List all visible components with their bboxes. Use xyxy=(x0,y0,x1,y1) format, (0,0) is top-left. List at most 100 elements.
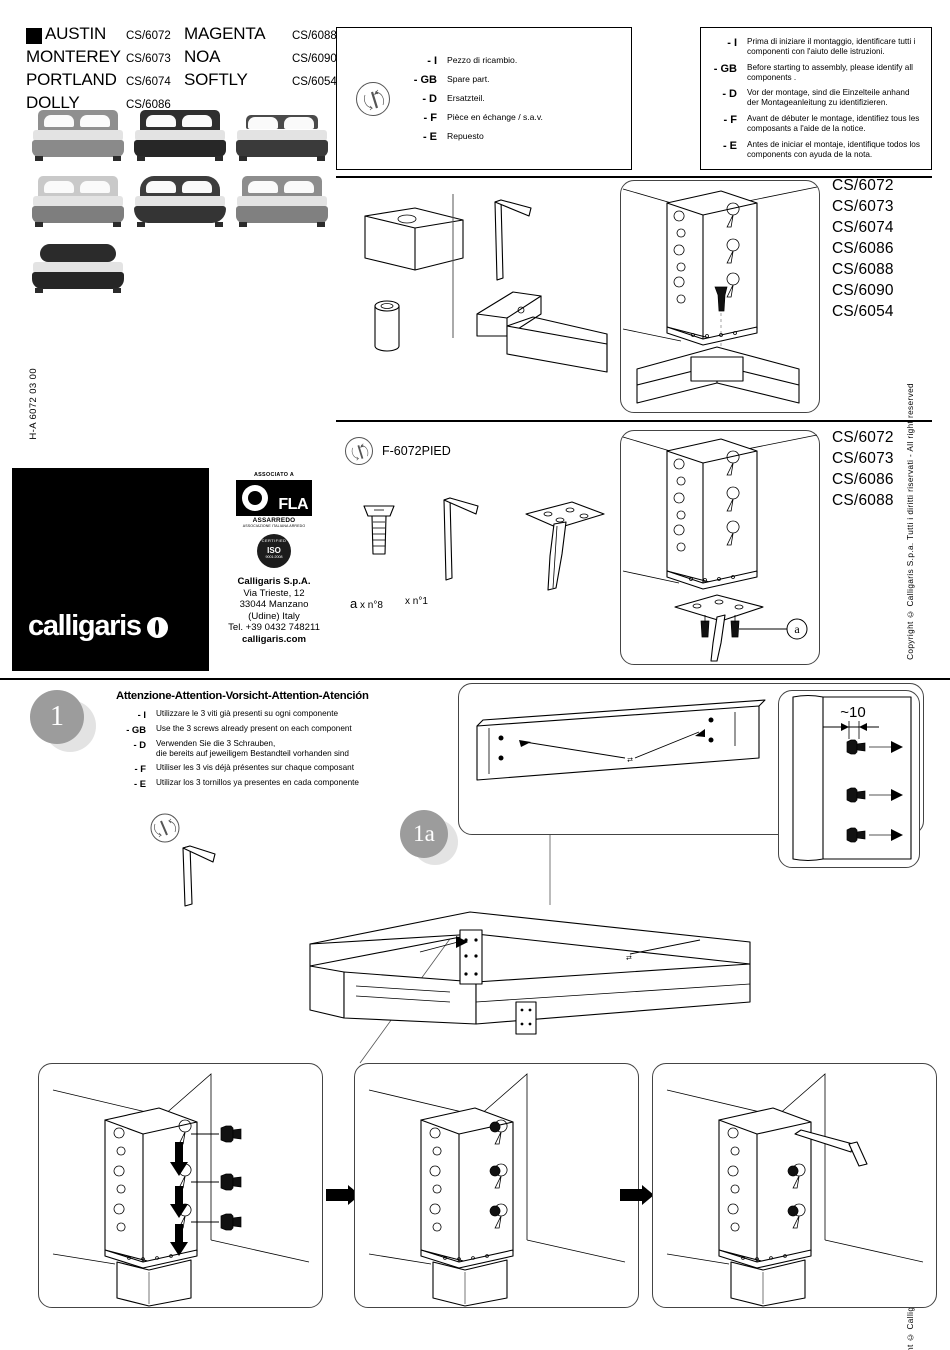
legend-row: - I Prima di iniziare il montaggio, iden… xyxy=(701,37,923,57)
model-name: PORTLAND xyxy=(26,70,117,89)
legend-row: - D Ersatzteil. xyxy=(401,93,623,105)
code-item: CS/6074 xyxy=(832,219,894,236)
allen-key-part xyxy=(494,199,532,281)
legend-row: - F Pièce en échange / s.a.v. xyxy=(401,112,623,124)
company-website[interactable]: calligaris.com xyxy=(242,633,306,645)
black-square-marker xyxy=(26,28,42,44)
allen-key-tool-icon xyxy=(145,812,235,912)
svg-text:a: a xyxy=(794,622,800,636)
bed-thumbnail xyxy=(30,108,126,166)
part-number-label: F-6072PIED xyxy=(382,444,451,458)
recycle-icon xyxy=(356,81,390,116)
company-address-region: (Udine) Italy xyxy=(248,610,300,622)
legend-lang: - I xyxy=(427,54,437,67)
step-1a-badge: 1a xyxy=(400,810,458,865)
model-name: MONTEREY xyxy=(26,47,121,66)
legend-lang: - F xyxy=(423,111,437,124)
legend-row: - E Antes de iniciar el montaje, identif… xyxy=(701,140,923,160)
legend-lang: - I xyxy=(727,36,737,49)
legend-row: - E Repuesto xyxy=(401,131,623,143)
legend-text: Pezzo di ricambio. xyxy=(447,54,518,65)
legend-lang: - E xyxy=(722,140,737,153)
vertical-bracket xyxy=(420,1107,514,1307)
quantity-marker: a xyxy=(350,596,358,611)
legend-lang: - E xyxy=(422,130,437,143)
allen-key-part xyxy=(443,497,479,581)
legend-row: - F Avant de débuter le montage, identif… xyxy=(701,114,923,134)
code-item: CS/6090 xyxy=(832,282,894,299)
iso-label: ISO xyxy=(267,546,281,555)
assarredo-sublabel: ASSOCIAZIONE ITALIANA ARREDO xyxy=(242,524,306,528)
corner-bracket xyxy=(459,929,483,985)
calligaris-seed-icon xyxy=(146,617,168,638)
legend-row: - I Pezzo di ricambio. xyxy=(401,55,623,67)
attention-title: Attenzione-Attention-Vorsicht-Attention-… xyxy=(116,690,369,702)
document-reference-code: H-A 6072 03 00 xyxy=(28,368,39,440)
quantity-count: x n°8 xyxy=(360,600,383,611)
company-info-block: ASSOCIATO A FLA ASSARREDO ASSOCIAZIONE I… xyxy=(214,472,334,646)
legend-lang: - D xyxy=(422,92,437,105)
corner-rail xyxy=(636,346,800,404)
legend-lang: - F xyxy=(723,114,737,127)
code-item: CS/6054 xyxy=(832,303,894,320)
vertical-bracket xyxy=(666,438,758,590)
bushing-part xyxy=(374,300,400,352)
quantity-count: x n°1 xyxy=(405,596,428,607)
section-divider xyxy=(336,420,932,422)
legend-text: Ersatzteil. xyxy=(447,92,485,103)
dimension-value: ~10 xyxy=(840,704,865,721)
code-item: CS/6072 xyxy=(832,429,894,446)
fla-circle-icon xyxy=(242,485,268,511)
bed-thumbnail xyxy=(132,108,228,166)
code-item: CS/6072 xyxy=(832,177,894,194)
vertical-bracket xyxy=(718,1107,812,1307)
code-item: CS/6073 xyxy=(832,450,894,467)
spare-part-legend-box: - I Pezzo di ricambio. - GB Spare part. … xyxy=(336,27,632,170)
legend-text: Spare part. xyxy=(447,73,490,84)
step-1-badge: 1 xyxy=(30,690,96,752)
step-1b-panel-1 xyxy=(38,1063,323,1308)
model-name: NOA xyxy=(184,47,221,66)
calligaris-wordmark: calligaris xyxy=(28,610,168,643)
attention-text: Use the 3 screws already present on each… xyxy=(156,724,352,733)
legend-lang: - GB xyxy=(713,62,737,75)
legend-text: Prima di iniziare il montaggio, identifi… xyxy=(747,36,916,56)
attention-row: - F Utiliser les 3 vis déjà présentes su… xyxy=(116,763,446,774)
legend-lang: - D xyxy=(722,88,737,101)
company-name: Calligaris S.p.A. xyxy=(237,576,311,587)
furniture-leg-part xyxy=(525,501,605,591)
company-phone: Tel. +39 0432 748211 xyxy=(228,622,320,634)
section-divider xyxy=(0,678,950,680)
legend-row: - D Vor der montage, sind die Einzelteil… xyxy=(701,88,923,108)
fla-text: FLA xyxy=(278,496,308,513)
attention-text: Utilizar los 3 tornillos ya presentes en… xyxy=(156,778,359,787)
quantity-label-a: a x n°8 xyxy=(350,596,383,611)
iso-standard: 9001:2008 xyxy=(265,555,283,559)
attention-text: Verwenden Sie die 3 Schrauben, die berei… xyxy=(156,739,349,758)
bed-thumbnail xyxy=(30,174,126,232)
legend-text: Pièce en échange / s.a.v. xyxy=(447,111,543,122)
assarredo-label: ASSARREDO xyxy=(252,517,296,524)
legend-text: Before starting to assembly, please iden… xyxy=(747,62,913,82)
model-code-list: AUSTIN CS/6072 MAGENTA CS/6088 MONTEREY … xyxy=(26,24,337,115)
parts-drawing-row-1 xyxy=(345,186,615,406)
corner-bracket xyxy=(515,1001,537,1035)
model-code: CS/6074 xyxy=(126,76,171,88)
attention-lang: - F xyxy=(134,763,146,774)
attention-row: - I Utilizzare le 3 viti già presenti su… xyxy=(116,709,446,720)
legend-text: Antes de iniciar el montaje, identifique… xyxy=(747,140,920,160)
assembly-panel-2: a xyxy=(620,430,820,665)
model-code: CS/6072 xyxy=(126,30,171,42)
legend-text: Avant de débuter le montage, identifiez … xyxy=(747,114,920,134)
logo-text: calligaris xyxy=(28,610,142,642)
identify-components-legend-box: - I Prima di iniziare il montaggio, iden… xyxy=(700,27,932,170)
attention-text: Utilizzare le 3 viti già presenti su ogn… xyxy=(156,709,339,718)
bed-thumbnail xyxy=(234,108,330,166)
fla-logo: FLA xyxy=(236,480,312,516)
model-code: CS/6086 xyxy=(126,99,171,111)
bed-model-thumbnails xyxy=(30,108,330,298)
attention-row: - GB Use the 3 screws already present on… xyxy=(116,724,446,735)
rail-bracket-part xyxy=(476,291,608,373)
model-name: DOLLY xyxy=(26,93,80,112)
screw-part xyxy=(363,505,395,555)
